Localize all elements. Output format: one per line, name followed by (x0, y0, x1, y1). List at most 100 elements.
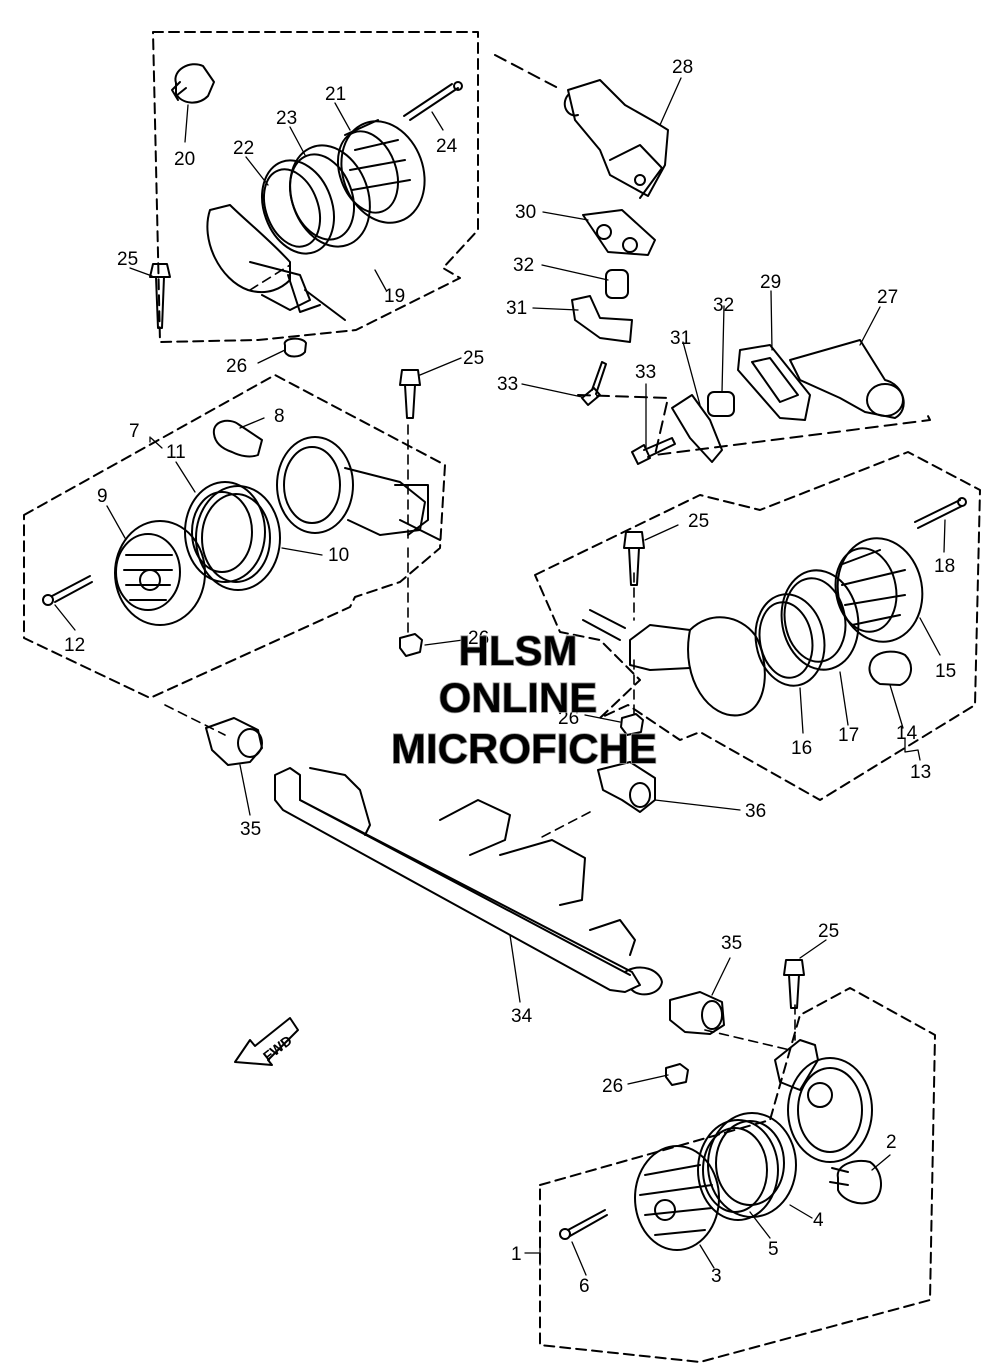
lens-3 (634, 1145, 720, 1251)
bracket-28 (563, 79, 669, 199)
grommet-35-left (205, 717, 263, 766)
callout-25-a: 25 (117, 249, 138, 270)
callout-31-a: 31 (506, 298, 527, 319)
callout-35-a: 35 (240, 819, 261, 840)
callout-33-a: 33 (497, 374, 518, 395)
nut-26-bottom (665, 1063, 689, 1086)
callout-26-d: 26 (602, 1076, 623, 1097)
callout-28: 28 (672, 57, 693, 78)
callout-8: 8 (274, 406, 285, 427)
bolt-25-top-left (149, 263, 171, 329)
callout-6: 6 (579, 1276, 590, 1297)
callout-21: 21 (325, 84, 346, 105)
lens-21 (337, 119, 426, 224)
screw-18 (914, 497, 967, 529)
collar-32-right (707, 391, 735, 417)
callout-5: 5 (768, 1239, 779, 1260)
callout-25-c: 25 (688, 511, 709, 532)
callout-22: 22 (233, 138, 254, 159)
gasket-11 (184, 481, 266, 583)
callout-30: 30 (515, 202, 536, 223)
plate-30 (582, 209, 656, 256)
gasket-29 (737, 344, 811, 421)
screw-24 (403, 81, 463, 121)
callout-1: 1 (511, 1244, 522, 1265)
nut-26-right (620, 713, 644, 736)
gasket-23 (289, 144, 371, 248)
nut-26-top-left (283, 337, 307, 358)
callout-16: 16 (791, 738, 812, 759)
callout-35-b: 35 (721, 933, 742, 954)
watermark: HLSM ONLINE MICROFICHE (390, 626, 658, 773)
watermark-line-1: HLSM (459, 627, 578, 674)
bolt-25-center (399, 369, 421, 419)
callout-9: 9 (97, 486, 108, 507)
callout-13: 13 (910, 762, 931, 783)
group-outline-27 (494, 54, 931, 456)
callout-19: 19 (384, 286, 405, 307)
housing-7 (276, 436, 441, 541)
bulb-8 (212, 419, 263, 458)
bolt-25-right (623, 531, 645, 586)
watermark-line-2: ONLINE (439, 674, 598, 721)
callout-14: 14 (896, 723, 918, 744)
callout-7: 7 (129, 421, 140, 442)
bracket-27 (789, 339, 905, 419)
callout-18: 18 (934, 556, 955, 577)
rim-4 (707, 1112, 797, 1218)
plate-31-upper (571, 295, 633, 343)
plate-31-right (671, 394, 723, 463)
callout-23: 23 (276, 108, 297, 129)
callout-3: 3 (711, 1266, 722, 1287)
bolt-25-bottom (783, 959, 805, 1009)
screw-12 (42, 575, 93, 606)
collar-32-upper (605, 269, 629, 299)
callout-25-d: 25 (818, 921, 839, 942)
callout-29: 29 (760, 272, 781, 293)
callout-20: 20 (174, 149, 195, 170)
watermark-line-3: MICROFICHE (391, 725, 657, 772)
callout-11: 11 (166, 442, 186, 463)
housing-19 (206, 204, 346, 321)
callout-17: 17 (838, 725, 859, 746)
callout-25-b: 25 (463, 348, 484, 369)
callout-31-b: 31 (670, 328, 691, 349)
group-outline-7 (23, 374, 446, 699)
callout-32-a: 32 (513, 255, 534, 276)
leader-lines-dashed (164, 264, 796, 1051)
clamp-36 (597, 761, 656, 813)
callout-33-b: 33 (635, 362, 656, 383)
callout-leaders (54, 77, 946, 1276)
forward-arrow-icon (234, 1017, 299, 1066)
callout-2: 2 (886, 1132, 897, 1153)
callout-10: 10 (328, 545, 349, 566)
callout-24: 24 (436, 136, 458, 157)
group-outline-13 (534, 451, 981, 801)
bolt-33-right (631, 437, 676, 465)
gasket-5 (697, 1119, 779, 1221)
rim-10 (195, 485, 281, 591)
screw-6 (559, 1209, 608, 1240)
stay-34 (274, 767, 663, 996)
callout-15: 15 (935, 661, 956, 682)
callout-27: 27 (877, 287, 898, 308)
callout-4: 4 (813, 1210, 824, 1231)
nut-26-center (399, 633, 423, 657)
bulb-14 (868, 650, 912, 686)
bulb-20 (171, 63, 215, 104)
housing-13 (582, 609, 766, 717)
callout-labels: 20 22 23 21 24 25 19 26 28 30 32 31 33 2… (64, 57, 956, 1297)
callout-34: 34 (511, 1006, 533, 1027)
callout-26-c: 26 (558, 708, 579, 729)
callout-12: 12 (64, 635, 85, 656)
callout-26-b: 26 (468, 628, 489, 649)
rim-22 (261, 159, 335, 255)
group-outline-1 (539, 987, 936, 1363)
callout-32-b: 32 (713, 295, 734, 316)
bolt-33-upper (581, 361, 607, 406)
bulb-2 (829, 1159, 882, 1205)
group-outline-19 (152, 31, 479, 343)
callout-36: 36 (745, 801, 766, 822)
housing-1 (774, 1039, 873, 1163)
